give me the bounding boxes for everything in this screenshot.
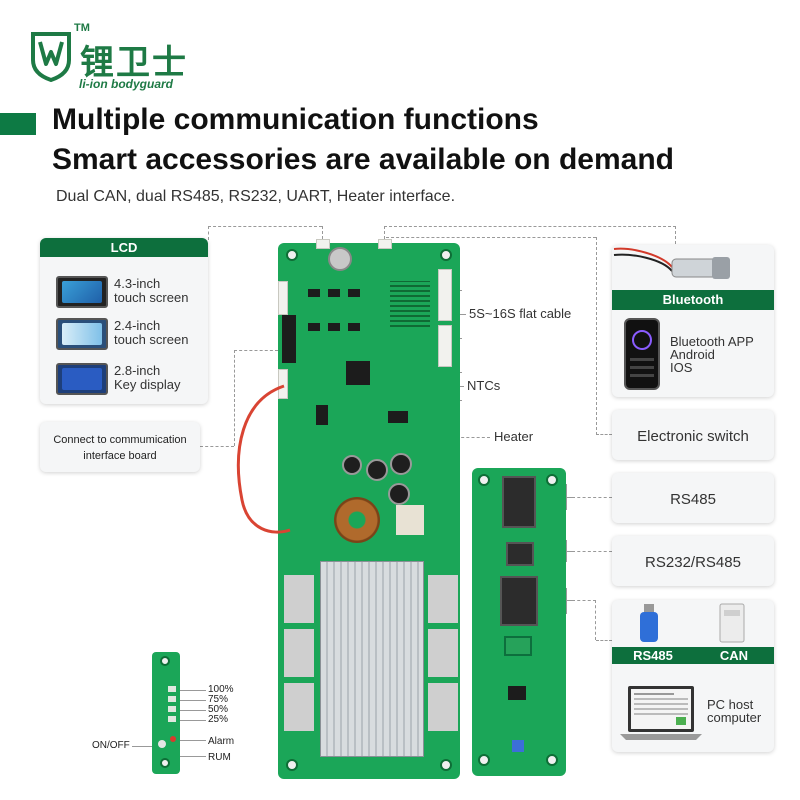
usb-rs485-adapter-icon bbox=[640, 604, 658, 642]
indicator-level-50: 50% bbox=[208, 704, 229, 715]
heater-cable bbox=[236, 384, 291, 534]
connect-note-card bbox=[40, 422, 200, 472]
lcd-type: touch screen bbox=[114, 332, 189, 347]
headline-line-2: Smart accessories are available on deman… bbox=[52, 143, 674, 176]
main-bms-board bbox=[278, 239, 460, 779]
headline-subtitle: Dual CAN, dual RS485, RS232, UART, Heate… bbox=[56, 188, 456, 205]
connect-note: Connect to commumication interface board bbox=[40, 432, 200, 464]
lcd-item-28-key: 2.8-inch Key display bbox=[56, 363, 206, 395]
lcd-item-43-touch: 4.3-inch touch screen bbox=[56, 276, 206, 308]
brand-name-en: li-ion bodyguard bbox=[79, 77, 173, 91]
can-accessory-title: CAN bbox=[694, 647, 774, 664]
key-display-icon bbox=[56, 363, 108, 395]
touch-screen-icon bbox=[56, 276, 108, 308]
connect-note-line-1: Connect to commumication bbox=[53, 434, 187, 446]
can-adapter-icon bbox=[719, 603, 745, 643]
indicator-level-100: 100% bbox=[208, 684, 234, 695]
lcd-title: LCD bbox=[40, 238, 208, 257]
rs485-card bbox=[612, 473, 774, 523]
lcd-type: touch screen bbox=[114, 290, 189, 305]
lcd-size: 2.4-inch bbox=[114, 318, 161, 333]
callout-ntcs: NTCs bbox=[467, 378, 501, 393]
touch-screen-icon bbox=[56, 318, 108, 350]
bluetooth-android-line: Android bbox=[670, 347, 715, 362]
rs232-rs485-card bbox=[612, 536, 774, 586]
pc-host-line-2: computer bbox=[707, 710, 762, 725]
indicator-level-75: 75% bbox=[208, 694, 229, 705]
connect-note-line-2: interface board bbox=[83, 450, 157, 462]
indicator-alarm: Alarm bbox=[208, 736, 235, 747]
bluetooth-app-text: Bluetooth APP Android IOS bbox=[670, 335, 754, 374]
lcd-type: Key display bbox=[114, 377, 181, 392]
indicator-run: RUM bbox=[208, 752, 231, 763]
lcd-size: 4.3-inch bbox=[114, 276, 161, 291]
bluetooth-ios-line: IOS bbox=[670, 360, 693, 375]
lcd-item-24-touch: 2.4-inch touch screen bbox=[56, 318, 206, 350]
electronic-switch-card bbox=[612, 410, 774, 460]
bluetooth-module-icon bbox=[613, 247, 730, 279]
electronic-switch-label: Electronic switch bbox=[637, 428, 749, 445]
trademark-mark: TM bbox=[74, 22, 90, 34]
indicator-board bbox=[152, 652, 180, 774]
callout-flat-cable: 5S~16S flat cable bbox=[469, 306, 572, 321]
pc-host-text: PC host computer bbox=[707, 698, 761, 724]
pc-host-line-1: PC host bbox=[707, 697, 754, 712]
rs485-accessory-title: RS485 bbox=[612, 647, 694, 664]
shield-logo-icon bbox=[31, 32, 71, 82]
rs232-rs485-label: RS232/RS485 bbox=[645, 554, 741, 571]
bluetooth-title: Bluetooth bbox=[612, 290, 774, 310]
headline-line-1: Multiple communication functions bbox=[52, 103, 539, 136]
indicator-onoff: ON/OFF bbox=[92, 740, 130, 751]
rs485-label: RS485 bbox=[670, 491, 716, 508]
indicator-level-25: 25% bbox=[208, 714, 229, 725]
brand-name-cn: 锂卫士 bbox=[80, 43, 188, 83]
lcd-size: 2.8-inch bbox=[114, 363, 161, 378]
headline-accent-bar bbox=[0, 113, 36, 135]
callout-heater: Heater bbox=[494, 429, 534, 444]
phone-app-icon bbox=[624, 318, 660, 390]
communication-board bbox=[472, 468, 566, 776]
laptop-icon bbox=[620, 686, 702, 740]
bluetooth-app-line: Bluetooth APP bbox=[670, 334, 754, 349]
